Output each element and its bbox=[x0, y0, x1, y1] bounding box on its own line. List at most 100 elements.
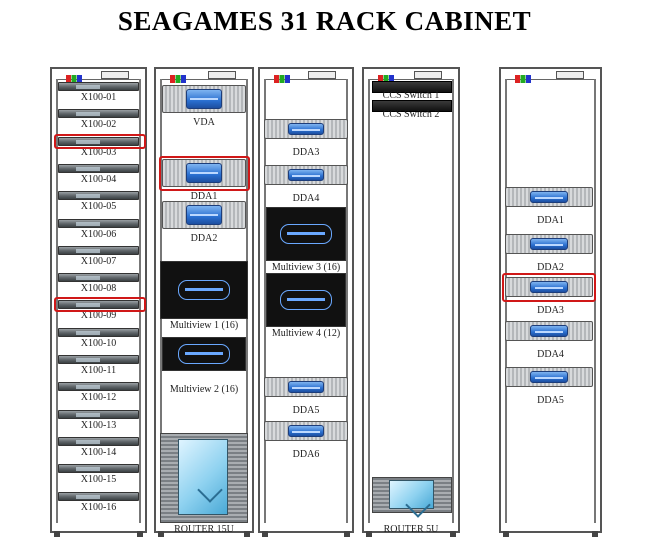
rack-top-slot bbox=[208, 71, 236, 79]
device-front-panel bbox=[287, 381, 325, 393]
dda3-device bbox=[264, 119, 348, 139]
unit-label: X100-14 bbox=[80, 447, 117, 458]
multiview-3-device bbox=[266, 207, 346, 261]
device-label: Multiview 1 (16) bbox=[169, 320, 239, 331]
router-chassis bbox=[372, 477, 452, 513]
unit-label: X100-10 bbox=[80, 338, 117, 349]
dda6-device bbox=[264, 421, 348, 441]
device-label: CCS Switch 2 bbox=[382, 109, 440, 120]
rack-rail bbox=[368, 79, 370, 523]
multiview-1-device bbox=[160, 261, 248, 319]
x100-unit bbox=[58, 464, 139, 473]
device-label: VDA bbox=[193, 117, 215, 128]
rack-rail bbox=[264, 79, 266, 523]
x100-unit bbox=[58, 492, 139, 501]
vda-device bbox=[162, 85, 246, 113]
x100-unit bbox=[58, 219, 139, 228]
dda1-device bbox=[505, 187, 593, 207]
device-label: ROUTER 15U bbox=[174, 524, 234, 535]
rack-rail bbox=[56, 79, 58, 523]
vtv-logo bbox=[274, 70, 290, 83]
device-front-panel bbox=[287, 169, 325, 181]
highlight-box bbox=[159, 156, 250, 191]
rack-foot bbox=[54, 531, 60, 537]
x100-unit bbox=[58, 109, 139, 118]
unit-label: X100-02 bbox=[80, 119, 117, 130]
unit-label: X100-15 bbox=[80, 474, 117, 485]
device-front-panel bbox=[287, 123, 325, 135]
unit-label: X100-05 bbox=[80, 201, 117, 212]
device-front-panel bbox=[530, 325, 568, 337]
device-label: DDA5 bbox=[292, 405, 320, 416]
rack-rail bbox=[346, 79, 348, 523]
ccs-switch-1 bbox=[372, 81, 452, 93]
x100-unit bbox=[58, 273, 139, 282]
rack-top-bar bbox=[507, 69, 594, 83]
rack-foot bbox=[244, 531, 250, 537]
highlight-box bbox=[502, 273, 596, 302]
unit-label: X100-03 bbox=[80, 147, 117, 158]
device-front-panel bbox=[185, 205, 223, 225]
rack-top-bar bbox=[58, 69, 139, 83]
unit-label: X100-16 bbox=[80, 502, 117, 513]
rack-top-slot bbox=[556, 71, 584, 79]
vtv-logo bbox=[515, 70, 531, 83]
rack-foot bbox=[344, 531, 350, 537]
device-label: ROUTER 5U bbox=[383, 524, 439, 535]
unit-label: X100-08 bbox=[80, 283, 117, 294]
device-front-panel bbox=[287, 425, 325, 437]
x100-unit bbox=[58, 137, 139, 146]
router-screen bbox=[388, 480, 434, 510]
vtv-logo bbox=[170, 70, 186, 83]
unit-label: X100-13 bbox=[80, 420, 117, 431]
dda5-device bbox=[505, 367, 593, 387]
rack-top-slot bbox=[101, 71, 129, 79]
unit-label: X100-06 bbox=[80, 229, 117, 240]
device-label: Multiview 4 (12) bbox=[271, 328, 341, 339]
device-front-panel bbox=[185, 163, 223, 183]
rack-top-slot bbox=[308, 71, 336, 79]
predator-logo-icon bbox=[280, 224, 332, 244]
rack-top-slot bbox=[414, 71, 442, 79]
dda3-device bbox=[505, 277, 593, 297]
rack-rail bbox=[139, 79, 141, 523]
device-label: DDA3 bbox=[292, 147, 320, 158]
device-label: DDA6 bbox=[292, 449, 320, 460]
x100-unit bbox=[58, 246, 139, 255]
multiview-2-device bbox=[162, 337, 246, 371]
device-label: Multiview 2 (16) bbox=[169, 384, 239, 395]
unit-label: X100-11 bbox=[80, 365, 117, 376]
device-label: DDA3 bbox=[537, 305, 564, 316]
diagram-title: SEAGAMES 31 RACK CABINET bbox=[117, 6, 532, 36]
x100-unit bbox=[58, 410, 139, 419]
x100-unit bbox=[58, 437, 139, 446]
rack-foot bbox=[137, 531, 143, 537]
device-label: CCS Switch 1 bbox=[382, 90, 440, 101]
rack-top-bar bbox=[162, 69, 246, 83]
device-front-panel bbox=[185, 89, 223, 109]
vtv-logo bbox=[66, 70, 82, 83]
device-label: DDA5 bbox=[537, 395, 564, 406]
x100-unit bbox=[58, 300, 139, 309]
rack-top-bar bbox=[266, 69, 346, 83]
x100-unit bbox=[58, 355, 139, 364]
rack-foot bbox=[503, 531, 509, 537]
rack-rail bbox=[452, 79, 454, 523]
device-label: Multiview 3 (16) bbox=[271, 262, 341, 273]
x100-unit bbox=[58, 164, 139, 173]
x100-unit bbox=[58, 382, 139, 391]
predator-logo-icon bbox=[280, 290, 332, 310]
rack-4: CCS Switch 1 CCS Switch 2 ROUTER 5U bbox=[362, 67, 460, 537]
rack-top-bar bbox=[370, 69, 452, 83]
dda2-device bbox=[162, 201, 246, 229]
rack-foot bbox=[592, 531, 598, 537]
device-label: DDA1 bbox=[537, 215, 564, 226]
rack-foot bbox=[262, 531, 268, 537]
dda4-device bbox=[505, 321, 593, 341]
unit-label: X100-07 bbox=[80, 256, 117, 267]
device-label: DDA4 bbox=[292, 193, 320, 204]
